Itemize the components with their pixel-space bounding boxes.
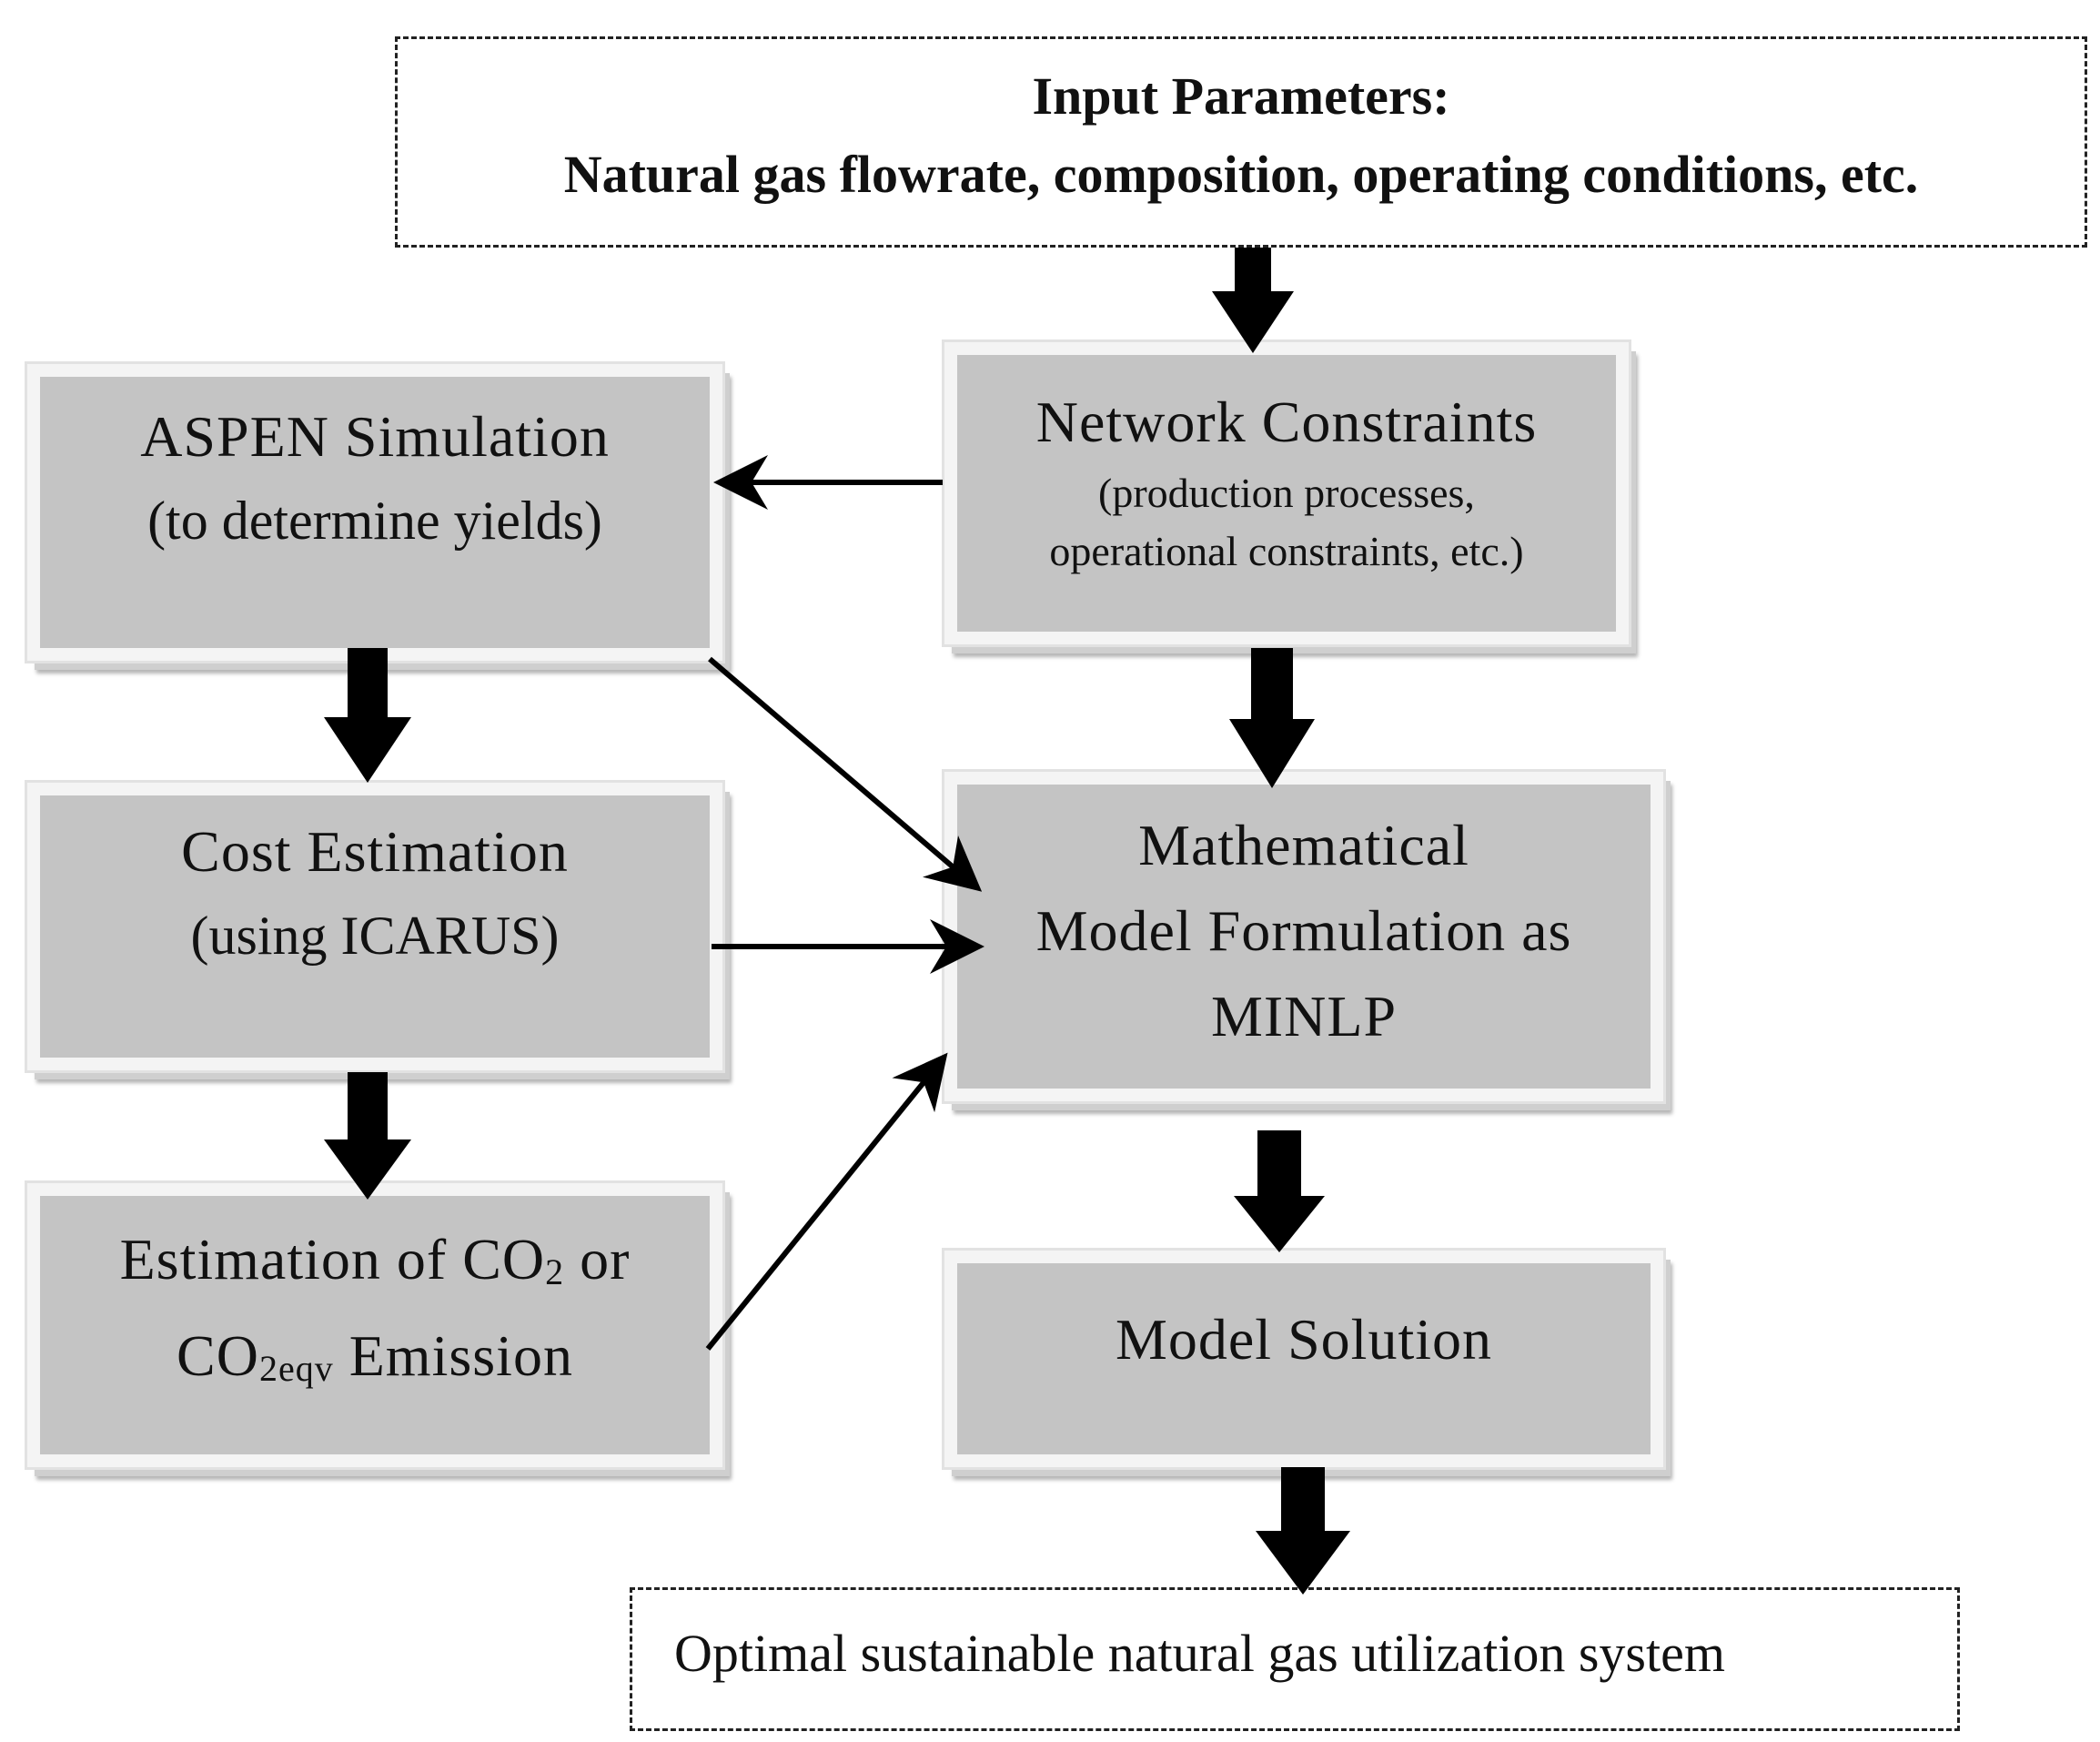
model-solution-box: Model Solution <box>942 1248 1666 1470</box>
input-to-network-arrow <box>1212 248 1294 353</box>
formulation-to-solution-arrow <box>1234 1130 1325 1252</box>
network-constraints-box: Network Constraints (production processe… <box>942 339 1631 647</box>
input-parameters-box: Input Parameters: Natural gas flowrate, … <box>395 36 2087 248</box>
model-formulation-line3: MINLP <box>1210 984 1398 1048</box>
co2-emission-line2: CO2eqv Emission <box>40 1314 710 1411</box>
network-constraints-sub1: (production processes, <box>1098 470 1475 516</box>
network-constraints-title: Network Constraints <box>1035 390 1538 454</box>
aspen-to-cost-arrow <box>324 648 411 783</box>
co2eqv-subscript: 2eqv <box>258 1348 334 1389</box>
input-parameters-details: Natural gas flowrate, composition, opera… <box>563 145 1919 204</box>
co2-emission-line1-tail: or <box>564 1227 631 1291</box>
aspen-simulation-title: ASPEN Simulation <box>140 404 610 469</box>
co2-emission-line2-tail: Emission <box>333 1323 573 1388</box>
co2-subscript: 2 <box>545 1251 565 1292</box>
cost-to-emission-arrow <box>324 1072 411 1200</box>
output-result-box: Optimal sustainable natural gas utilizat… <box>630 1587 1960 1731</box>
aspen-to-formulation-arrow <box>708 656 983 892</box>
output-result-text: Optimal sustainable natural gas utilizat… <box>674 1624 1725 1683</box>
emission-to-formulation-arrow <box>705 1052 948 1351</box>
model-formulation-box: Mathematical Model Formulation as MINLP <box>942 769 1666 1104</box>
cost-estimation-title: Cost Estimation <box>181 819 569 884</box>
cost-estimation-box: Cost Estimation (using ICARUS) <box>25 780 725 1073</box>
network-to-formulation-arrow <box>1229 648 1315 788</box>
model-formulation-line2: Model Formulation as <box>1035 898 1572 963</box>
network-constraints-sub2: operational constraints, etc.) <box>1049 528 1524 574</box>
model-formulation-line1: Mathematical <box>1138 813 1469 877</box>
aspen-simulation-box: ASPEN Simulation (to determine yields) <box>25 361 725 663</box>
solution-to-output-arrow <box>1256 1467 1350 1595</box>
co2-emission-line1: Estimation of CO2 or <box>40 1218 710 1314</box>
model-solution-title: Model Solution <box>1115 1307 1493 1372</box>
co2-emission-line1-text: Estimation of CO <box>119 1227 546 1291</box>
co2-emission-line2-text: CO <box>177 1323 259 1388</box>
aspen-simulation-subtitle: (to determine yields) <box>147 491 602 551</box>
input-parameters-heading: Input Parameters: <box>1032 66 1450 126</box>
co2-emission-box: Estimation of CO2 or CO2eqv Emission <box>25 1180 725 1470</box>
cost-estimation-subtitle: (using ICARUS) <box>190 906 560 966</box>
